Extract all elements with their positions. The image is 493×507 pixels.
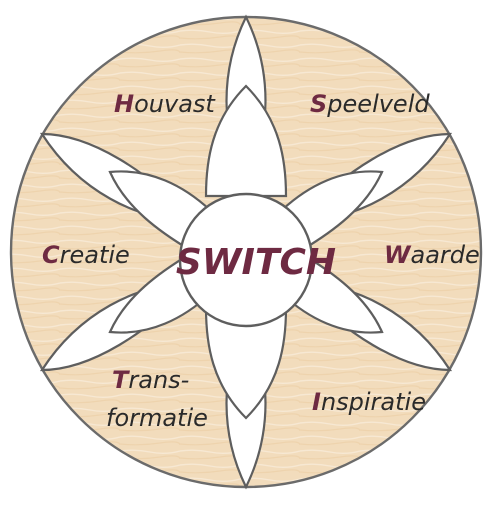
segment-label-inspiratie: Inspiratie — [312, 388, 426, 416]
segment-rest: ouvast — [134, 90, 216, 118]
segment-rest: aarde — [410, 241, 479, 269]
segment-label-speelveld: Speelveld — [310, 90, 430, 118]
segment-rest: reatie — [60, 241, 130, 269]
segment-initial: C — [42, 241, 60, 269]
segment-initial: T — [112, 366, 130, 394]
segment-rest: nspiratie — [321, 388, 426, 416]
segment-initial: I — [312, 388, 321, 416]
segment-initial: W — [384, 241, 412, 269]
segment-initial: H — [114, 90, 134, 118]
segment-label-houvast: Houvast — [114, 90, 216, 118]
segment-line2: formatie — [106, 404, 208, 432]
segment-label-waarde: Waarde — [384, 241, 480, 269]
segment-rest: peelveld — [326, 90, 430, 118]
center-label: SWITCH — [176, 242, 336, 283]
segment-initial: S — [310, 90, 327, 118]
segment-label-creatie: Creatie — [42, 241, 130, 269]
segment-rest: rans- — [128, 366, 189, 394]
